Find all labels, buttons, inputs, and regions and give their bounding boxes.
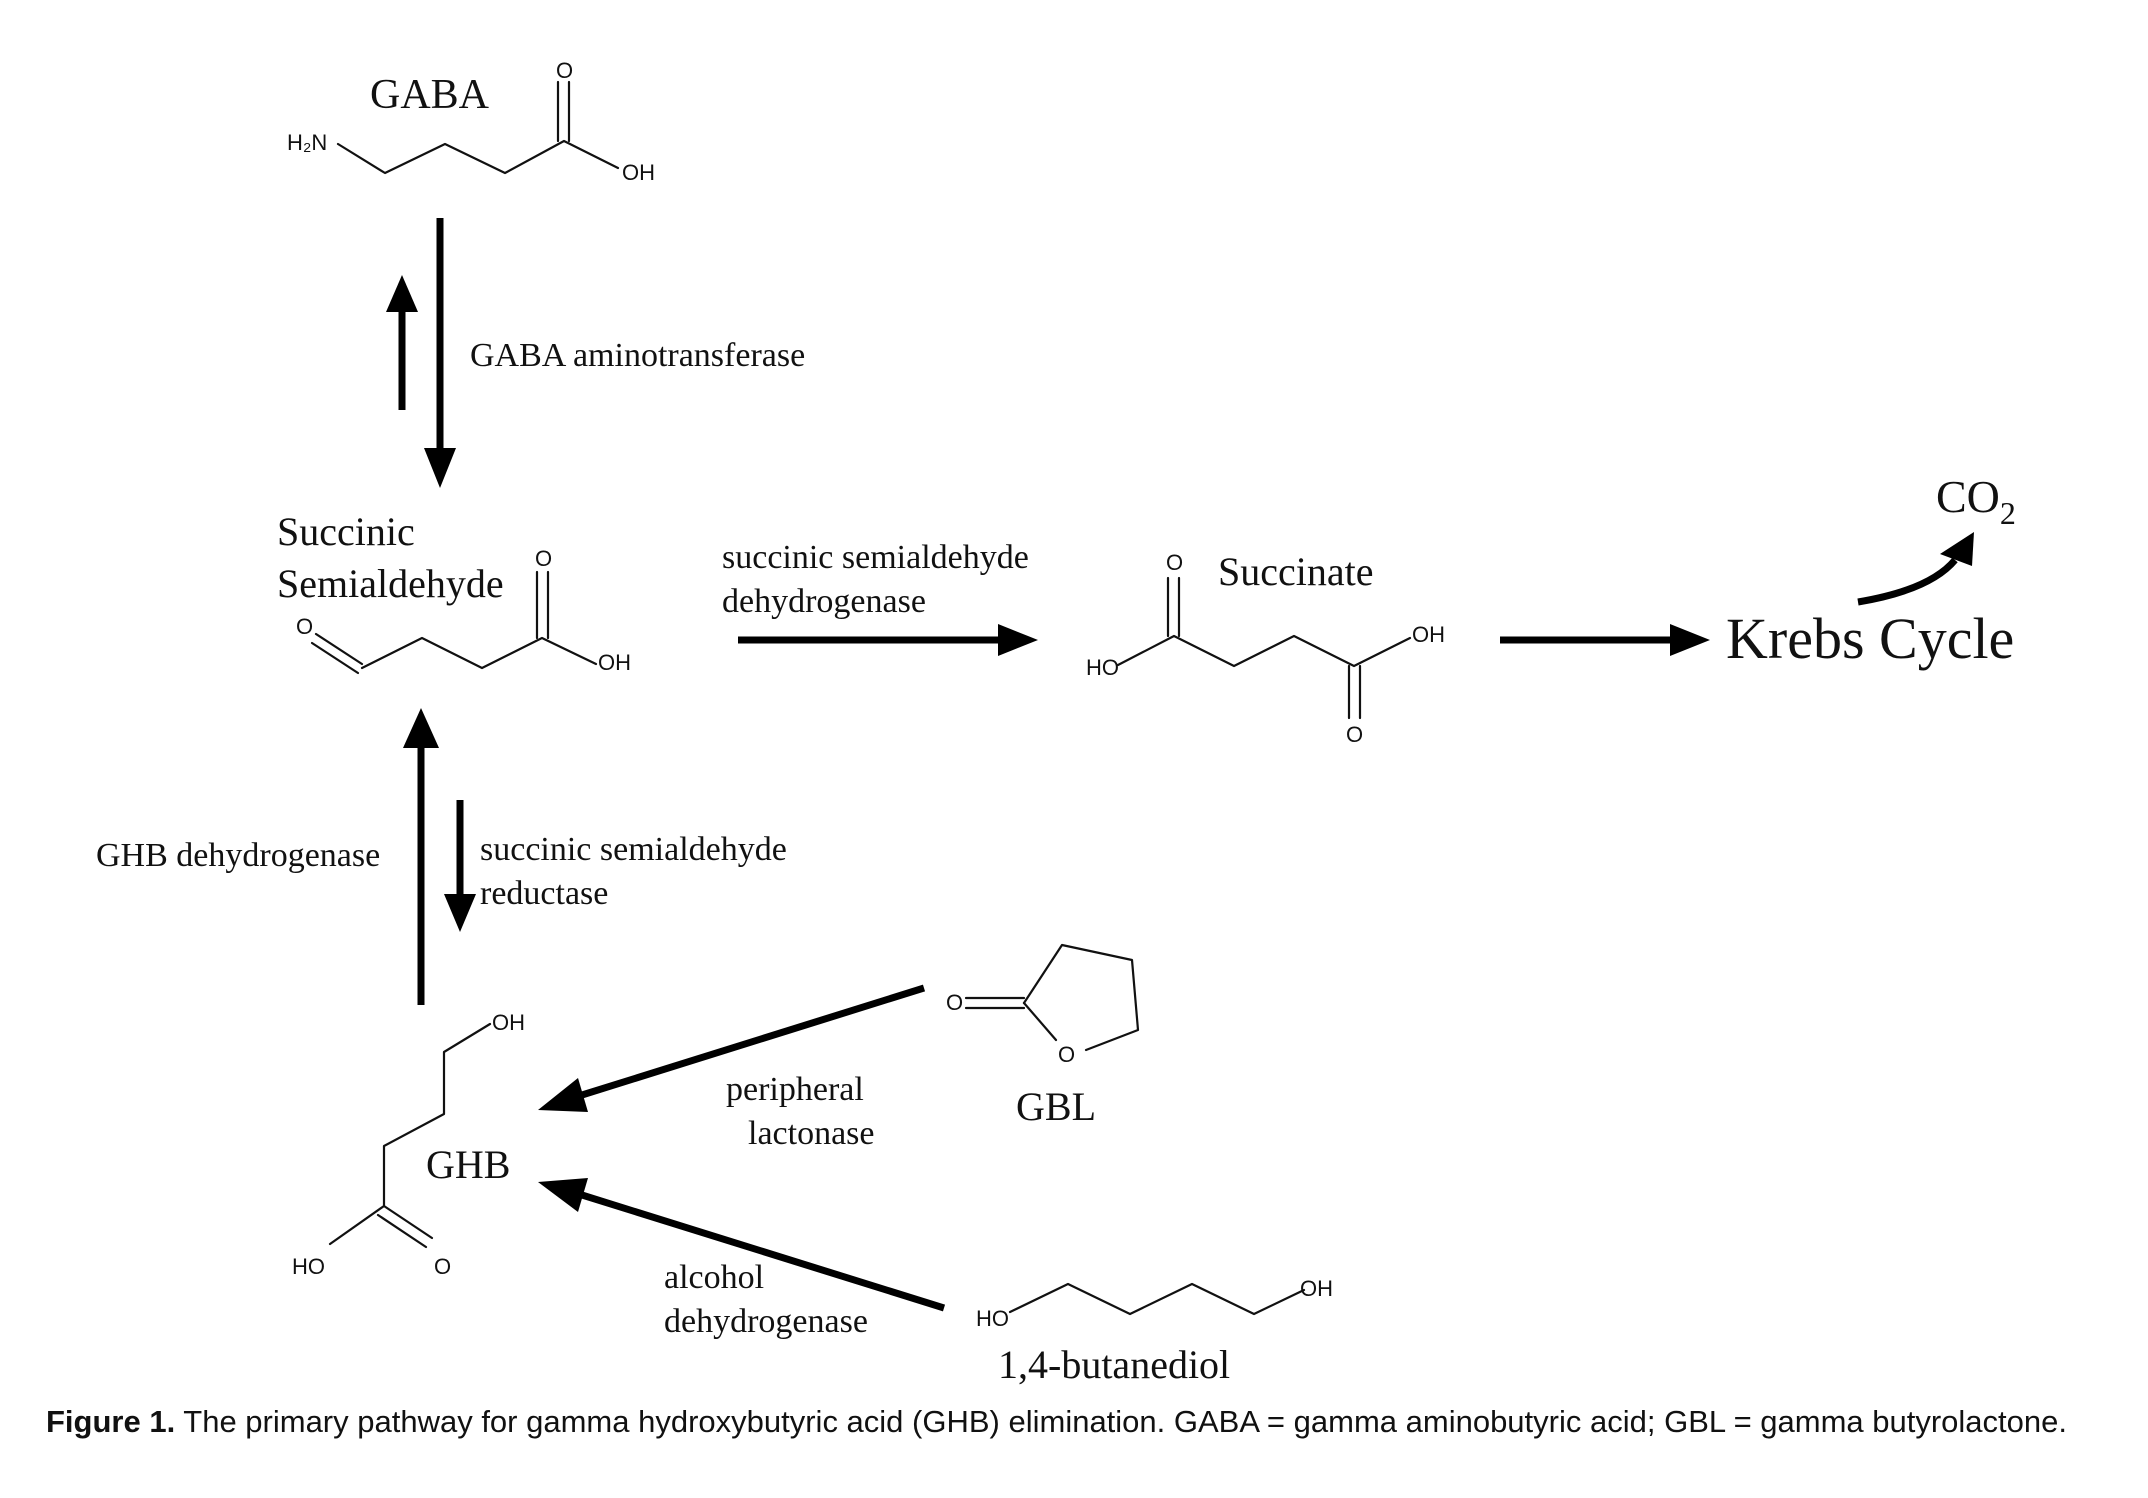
ghb-acid-ho-atom: HO: [292, 1254, 325, 1279]
gaba-chain-bond: [336, 139, 620, 175]
ssa-aldehyde-bond: [314, 632, 364, 666]
lactonase-label-line2: lactonase: [748, 1115, 875, 1152]
ghb-molecule: OH HO O GHB: [292, 1010, 525, 1279]
co2-label: CO2: [1936, 471, 2016, 531]
butanediol-left-ho-atom: HO: [976, 1306, 1009, 1331]
gaba-ssa-arrows: GABA aminotransferase: [386, 218, 805, 488]
ghb-hydroxyl-atom: OH: [492, 1010, 525, 1035]
krebs-cycle-label: Krebs Cycle: [1726, 606, 2014, 671]
adh-label-line1: alcohol: [664, 1259, 764, 1296]
ssadh-label-line2: dehydrogenase: [722, 583, 926, 620]
co2-base: CO: [1936, 471, 2000, 522]
ssa-succinate-arrow: succinic semialdehyde dehydrogenase: [722, 539, 1038, 656]
ghb-label: GHB: [426, 1142, 510, 1187]
ghb-carbonyl-bond-2: [376, 1213, 428, 1249]
ghb-carbonyl-bond: [382, 1204, 434, 1240]
ssa-carbonyl-o-atom: O: [535, 546, 552, 571]
ssa-aldehyde-bond-2: [310, 641, 360, 675]
gaba-amine-atom: H₂N: [287, 130, 327, 155]
ssa-molecule: Succinic Semialdehyde O O OH: [277, 509, 631, 675]
caption-text: The primary pathway for gamma hydroxybut…: [183, 1404, 2067, 1439]
butanediol-right-oh-atom: OH: [1300, 1276, 1333, 1301]
butanediol-molecule: HO OH 1,4-butanediol: [976, 1276, 1333, 1387]
krebs-to-co2-arrow-shaft: [1857, 557, 1958, 606]
ghb-to-ssa-arrowhead: [403, 708, 439, 748]
succinate-to-krebs-arrowhead: [1670, 624, 1710, 656]
butanediol-to-ghb-arrowhead: [538, 1178, 588, 1212]
ssa-label-line1: Succinic: [277, 509, 415, 554]
gbl-ring-bond: [1022, 943, 1140, 1052]
ssa-aldehyde-o-atom: O: [296, 614, 313, 639]
ssa-label-line2: Semialdehyde: [277, 561, 504, 606]
succinate-top-o-atom: O: [1166, 550, 1183, 575]
gbl-ring-o-atom: O: [1058, 1042, 1075, 1067]
gbl-label: GBL: [1016, 1084, 1096, 1129]
gaba-molecule: GABA H₂N O OH: [287, 58, 655, 185]
gaba-hydroxyl-atom: OH: [622, 160, 655, 185]
gaba-label: GABA: [370, 72, 490, 118]
ssadh-label-line1: succinic semialdehyde: [722, 539, 1029, 576]
succinate-chain-bond: [1116, 634, 1412, 668]
ghb-chain-bond: [328, 1022, 492, 1246]
succinate-left-ho-atom: HO: [1086, 655, 1119, 680]
butanediol-ghb-arrow: alcohol dehydrogenase: [538, 1178, 946, 1340]
gbl-to-ghb-arrow-shaft: [580, 984, 926, 1099]
ghb-carbonyl-o-atom: O: [434, 1254, 451, 1279]
butanediol-to-ghb-arrow-shaft: [580, 1191, 946, 1312]
ssa-ghb-arrows: GHB dehydrogenase succinic semialdehyde …: [96, 708, 787, 1005]
gaba-aminotransferase-label: GABA aminotransferase: [470, 337, 805, 374]
caption-label: Figure 1.: [46, 1404, 176, 1439]
ssr-label-line1: succinic semialdehyde: [480, 831, 787, 868]
gaba-carbonyl-o-atom: O: [556, 58, 573, 83]
ssa-to-ghb-arrowhead: [444, 894, 476, 932]
co2-subscript: 2: [2000, 495, 2016, 531]
ssa-chain-bond: [360, 636, 598, 670]
lactonase-label-line1: peripheral: [726, 1071, 864, 1108]
succinate-bottom-o-atom: O: [1346, 722, 1363, 747]
figure-caption: Figure 1. The primary pathway for gamma …: [46, 1402, 2096, 1442]
gbl-ghb-arrow: peripheral lactonase: [538, 984, 926, 1152]
succinate-molecule: Succinate O HO OH O: [1086, 549, 1445, 747]
butanediol-label: 1,4-butanediol: [998, 1342, 1230, 1387]
succinate-label: Succinate: [1218, 549, 1374, 594]
ssa-hydroxyl-atom: OH: [598, 650, 631, 675]
ssa-to-succinate-arrowhead: [998, 624, 1038, 656]
gbl-to-ghb-arrowhead: [538, 1078, 588, 1112]
krebs-to-co2-arrowhead: [1940, 532, 1974, 566]
gbl-molecule: O O GBL: [946, 943, 1140, 1129]
butanediol-chain-bond: [1008, 1282, 1306, 1316]
gbl-ring-o-bond: [1022, 1001, 1058, 1042]
krebs-cycle-group: Krebs Cycle CO2: [1726, 471, 2016, 671]
ssr-label-line2: reductase: [480, 875, 608, 912]
gbl-carbonyl-o-atom: O: [946, 990, 963, 1015]
succinate-right-oh-atom: OH: [1412, 622, 1445, 647]
ssa-to-gaba-arrowhead: [386, 275, 418, 312]
adh-label-line2: dehydrogenase: [664, 1303, 868, 1340]
succinate-krebs-arrow: [1500, 624, 1710, 656]
gaba-to-ssa-arrowhead: [424, 448, 456, 488]
ghb-dehydrogenase-label: GHB dehydrogenase: [96, 837, 380, 874]
